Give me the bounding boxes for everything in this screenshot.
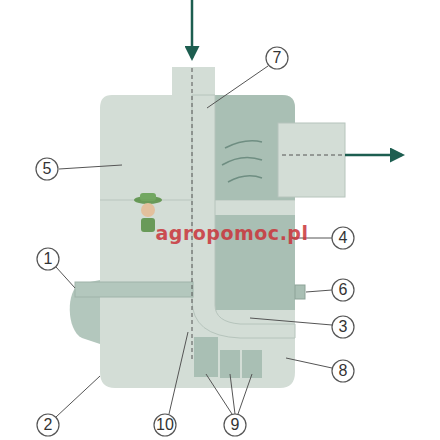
callout-number: 10 [156,417,174,433]
center-axis [192,68,193,360]
outlet-arrow [345,154,402,157]
callout-number: 9 [231,417,240,433]
outlet-pipe [278,123,345,197]
clamp-bar [75,282,193,297]
valve [220,350,240,378]
screw [295,285,305,299]
inlet-arrow [191,0,194,58]
callout-number: 2 [44,417,53,433]
callout-circles [36,47,354,436]
callout-number: 7 [273,50,282,66]
callout-number: 3 [339,319,348,335]
callout-number: 1 [44,251,53,267]
vanes [222,141,262,182]
valve [194,337,218,377]
callout-number: 5 [43,161,52,177]
callout-number: 4 [339,230,348,246]
outlet-axis [282,155,345,156]
valve [242,350,262,378]
leader-lines [56,66,332,417]
watermark: agropomoc.pl [156,222,309,244]
callout-number: 8 [339,363,348,379]
callout-number: 6 [339,282,348,298]
